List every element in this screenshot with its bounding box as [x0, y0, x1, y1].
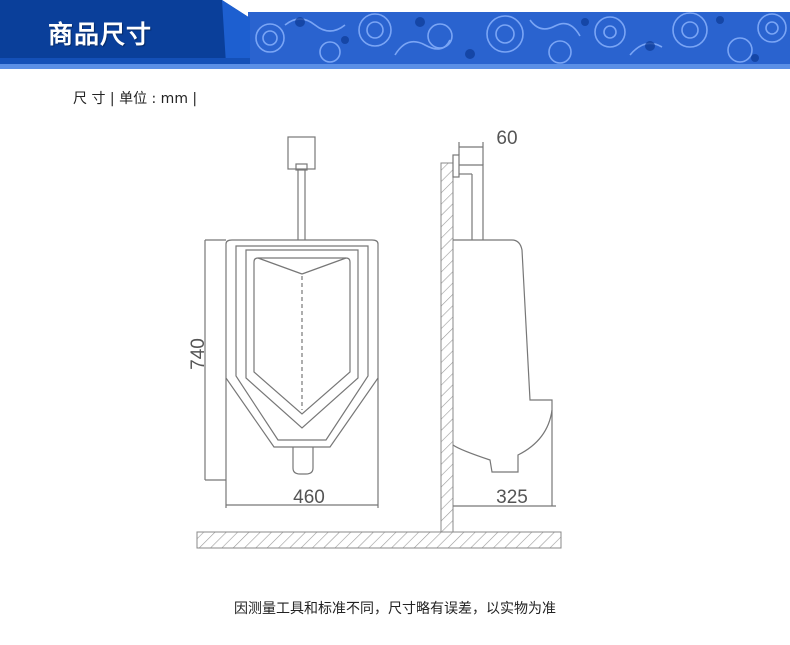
floral-pattern [248, 12, 790, 64]
width-dimension-460: 460 [293, 487, 325, 508]
height-dimension-740: 740 [188, 338, 209, 370]
floor-hatch [196, 531, 562, 549]
header-banner [0, 0, 790, 69]
wall-hatch [440, 162, 454, 533]
bracket-dimension-60: 60 [496, 128, 517, 149]
side-view [440, 142, 556, 533]
page-title: 商品尺寸 [48, 20, 153, 49]
depth-dimension-325: 325 [496, 487, 528, 508]
dimension-unit-label: 尺 寸 | 单位 : mm | [73, 91, 198, 107]
front-view [204, 136, 379, 508]
measurement-note: 因测量工具和标准不同，尺寸略有误差，以实物为准 [234, 601, 556, 617]
